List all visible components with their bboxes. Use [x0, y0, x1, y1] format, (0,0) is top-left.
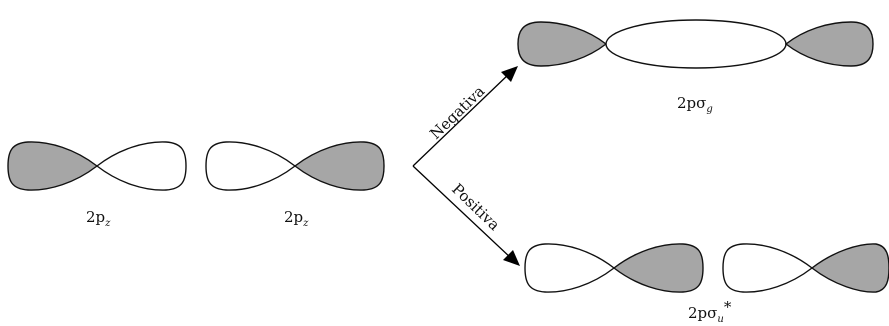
orbital-bonding-lobe-center-open — [605, 19, 787, 69]
arrow-positive-head — [503, 250, 520, 266]
orbital-2pz-left — [7, 141, 187, 191]
arrow-negative-line — [412, 72, 511, 167]
antibonding-orbital-label-star: * — [724, 298, 732, 316]
bonding-orbital-label-main: 2pσ — [677, 94, 706, 112]
orbital-label-right: 2pz — [284, 208, 309, 229]
orbital-label-left: 2pz — [86, 208, 111, 229]
orbital-bonding-lobe-right-shaded — [784, 21, 874, 67]
orbital-label-left-sub: z — [104, 218, 111, 229]
orbital-2pz-left-lobe-open — [95, 141, 187, 191]
antibonding-orbital-label: 2pσu* — [688, 298, 732, 325]
arrow-negative-label: Negativa — [426, 82, 488, 143]
antibonding-orbital-label-main: 2pσ — [688, 304, 717, 322]
orbital-2pz-right-lobe-open — [205, 141, 297, 191]
bonding-orbital-label: 2pσg — [677, 94, 713, 115]
orbital-label-left-main: 2p — [86, 208, 105, 226]
orbital-antibonding-first-lobe-open — [524, 243, 616, 293]
orbital-antibonding-second-lobe-shaded — [810, 243, 889, 293]
orbital-antibonding-first-lobe-shaded — [612, 243, 704, 293]
arrow-positive — [412, 165, 520, 266]
antibonding-orbital-label-sub: u — [717, 314, 723, 325]
arrow-negative — [412, 66, 518, 167]
orbital-antibonding-sigma-u — [524, 243, 889, 293]
orbital-bonding-sigma-g — [517, 19, 874, 69]
orbital-label-right-main: 2p — [284, 208, 303, 226]
orbital-2pz-right-lobe-shaded — [293, 141, 385, 191]
orbital-2pz-right — [205, 141, 385, 191]
bonding-orbital-label-sub: g — [706, 104, 712, 115]
orbital-2pz-left-lobe-shaded — [7, 141, 99, 191]
arrow-negative-head — [501, 66, 518, 82]
orbital-bonding-lobe-left-shaded — [517, 21, 608, 67]
orbital-antibonding-second-lobe-open — [722, 243, 814, 293]
arrow-positive-line — [412, 165, 513, 260]
orbital-label-right-sub: z — [302, 218, 309, 229]
